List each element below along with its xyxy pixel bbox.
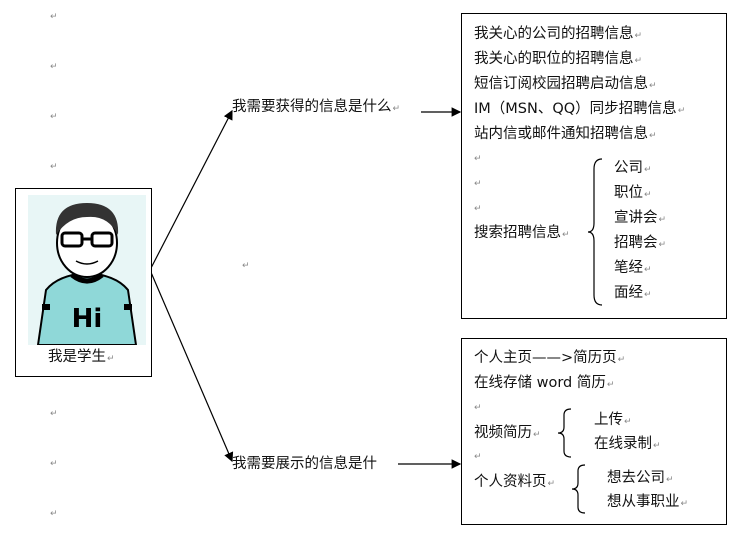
info-needed-box: 我关心的公司的招聘信息 我关心的职位的招聘信息 短信订阅校园招聘启动信息 IM（… [461, 13, 727, 319]
paragraph-mark: ↵ [474, 179, 482, 189]
profile-item: 想从事职业 [607, 493, 688, 513]
paragraph-mark: ↵ [50, 509, 58, 519]
search-item: 面经 [614, 284, 652, 304]
arrow-to-top-question [149, 109, 233, 271]
student-box: Hi 我是学生 [15, 188, 152, 377]
video-item: 上传 [594, 411, 632, 431]
info-line: 我关心的职位的招聘信息 [474, 50, 642, 70]
search-label: 搜索招聘信息 [474, 224, 570, 244]
paragraph-mark: ↵ [50, 162, 58, 172]
search-item: 笔经 [614, 259, 652, 279]
paragraph-mark: ↵ [50, 112, 58, 122]
paragraph-mark: ↵ [50, 409, 58, 419]
info-display-box: 个人主页——>简历页 在线存储 word 简历 ↵ 视频简历 上传 在线录制 ↵… [461, 338, 727, 525]
student-cartoon-image: Hi [28, 195, 146, 345]
paragraph-mark: ↵ [50, 459, 58, 469]
svg-text:Hi: Hi [72, 304, 103, 334]
top-question: 我需要获得的信息是什么 [232, 98, 400, 118]
brace-icon [557, 408, 572, 458]
info-line: 站内信或邮件通知招聘信息 [474, 125, 657, 145]
search-item: 招聘会 [614, 234, 666, 254]
profile-label: 个人资料页 [474, 473, 555, 493]
display-line: 在线存储 word 简历 [474, 374, 614, 394]
brace-icon [587, 158, 603, 306]
brace-icon [571, 464, 586, 514]
info-line: 短信订阅校园招聘启动信息 [474, 75, 657, 95]
paragraph-mark: ↵ [242, 261, 250, 271]
paragraph-mark: ↵ [474, 452, 482, 462]
paragraph-mark: ↵ [474, 154, 482, 164]
bottom-question: 我需要展示的信息是什 [232, 456, 377, 472]
info-line: 我关心的公司的招聘信息 [474, 25, 642, 45]
arrow-to-bottom-question [149, 269, 234, 463]
video-resume-label: 视频简历 [474, 424, 541, 444]
profile-item: 想去公司 [607, 469, 674, 489]
info-line: IM（MSN、QQ）同步招聘信息 [474, 100, 685, 120]
video-item: 在线录制 [594, 435, 661, 455]
paragraph-mark: ↵ [474, 403, 482, 413]
student-label: 我是学生 [48, 348, 115, 368]
display-line: 个人主页——>简历页 [474, 349, 625, 369]
search-item: 宣讲会 [614, 209, 666, 229]
search-item: 职位 [614, 184, 652, 204]
search-item: 公司 [614, 159, 652, 179]
paragraph-mark: ↵ [50, 62, 58, 72]
paragraph-mark: ↵ [50, 12, 58, 22]
paragraph-mark: ↵ [474, 204, 482, 214]
